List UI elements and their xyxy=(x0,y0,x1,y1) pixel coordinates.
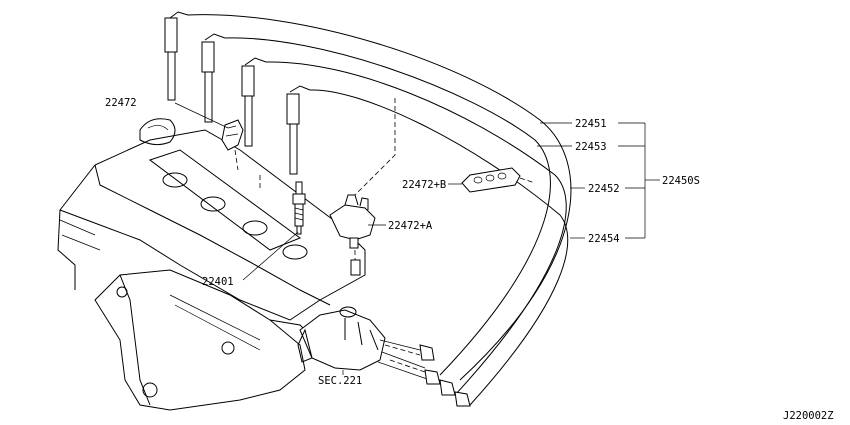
plug-wire-2 xyxy=(201,33,551,376)
label-22452: 22452 xyxy=(588,183,620,195)
diagram-code: J220002Z xyxy=(783,410,834,422)
label-22472: 22472 xyxy=(105,97,137,109)
label-22450s: 22450S xyxy=(662,175,700,187)
plug-wire-1 xyxy=(164,11,572,381)
wire-holder-b xyxy=(461,167,521,193)
label-22472-a: 22472+A xyxy=(388,220,433,232)
spark-plug xyxy=(292,181,306,235)
label-22453: 22453 xyxy=(575,141,607,153)
label-22451: 22451 xyxy=(575,118,607,130)
distributor xyxy=(297,306,431,381)
wire-boots-distributor xyxy=(419,344,471,407)
plug-wire-3 xyxy=(241,57,567,396)
plug-wire-4 xyxy=(286,85,569,406)
label-22454: 22454 xyxy=(588,233,620,245)
label-22472-b: 22472+B xyxy=(402,179,446,191)
wire-clamp-22472 xyxy=(221,119,244,151)
label-sec-221: SEC.221 xyxy=(318,375,362,387)
cylinder-head-cover xyxy=(57,118,366,321)
label-22401: 22401 xyxy=(202,276,234,288)
wire-holder-a xyxy=(329,194,376,276)
leader-lines xyxy=(174,102,660,375)
